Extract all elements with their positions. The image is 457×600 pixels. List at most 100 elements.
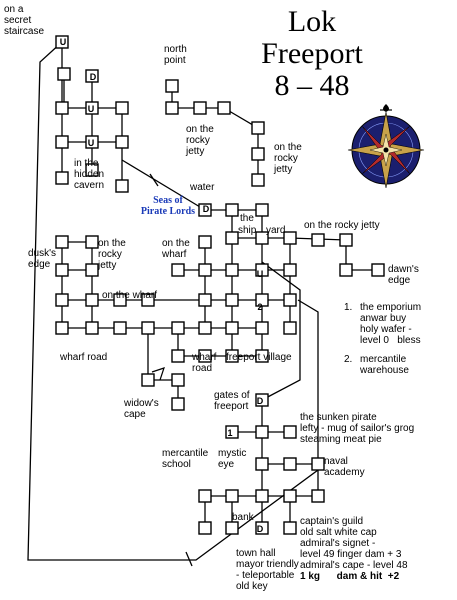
room-mark-up: U [256, 269, 264, 279]
room-square [55, 235, 69, 249]
label-freeport-village: freeport village [226, 352, 292, 363]
room-square [283, 231, 297, 245]
room-square [251, 147, 265, 161]
label-rocky-jetty-long: on the rocky jetty [304, 220, 380, 231]
room-square [225, 231, 239, 245]
room-square [113, 321, 127, 335]
room-square [255, 393, 269, 407]
room-square [339, 233, 353, 247]
room-square [171, 349, 185, 363]
label-rocky-jetty: on the rocky jetty [274, 142, 302, 175]
room-square [55, 135, 69, 149]
room-square [85, 321, 99, 335]
room-square [283, 489, 297, 503]
label-mercantile-school: mercantile school [162, 448, 209, 470]
map-title-line2: Freeport [261, 37, 363, 70]
label-wharf-road: wharf road [192, 352, 217, 374]
room-square [225, 521, 239, 535]
room-square [283, 457, 297, 471]
room-square [339, 263, 353, 277]
room-square [217, 101, 231, 115]
label-captains-guild-extra: 1 kg dam & hit +2 [300, 571, 400, 582]
path-tick [149, 173, 159, 187]
room-square [141, 321, 155, 335]
room-mark-two: 2 [257, 302, 263, 312]
label-dusks-edge: dusk's edge [28, 248, 57, 270]
room-mark-one: 1 [227, 428, 233, 438]
room-square [283, 293, 297, 307]
room-square [311, 457, 325, 471]
label-wharf-road: wharf road [60, 352, 108, 363]
label-ship-yard: ship [238, 225, 257, 236]
room-square [255, 203, 269, 217]
legend-item-number: 2. [344, 354, 353, 365]
room-square [283, 263, 297, 277]
room-square [225, 263, 239, 277]
label-rocky-jetty: on the rocky jetty [186, 124, 214, 157]
room-square [283, 321, 297, 335]
room-square [225, 349, 239, 363]
room-square [57, 67, 71, 81]
room-mark-down: D [89, 72, 97, 82]
room-square [55, 321, 69, 335]
room-square [55, 171, 69, 185]
label-rocky-jetty: on the rocky jetty [98, 238, 126, 271]
room-square [283, 425, 297, 439]
legend-item-number: 1. [344, 302, 353, 313]
room-square [198, 293, 212, 307]
label-gates-of-freeport: gates of freeport [214, 390, 250, 412]
room-square [255, 457, 269, 471]
label-secret-staircase: on a secret staircase [4, 4, 45, 37]
room-square [198, 349, 212, 363]
label-water: water [190, 182, 215, 193]
room-square [171, 321, 185, 335]
label-ship-yard: yard [266, 225, 286, 236]
room-square [55, 293, 69, 307]
room-square [198, 263, 212, 277]
compass-rose-icon [347, 104, 425, 189]
label-captains-guild: captain's guild old salt white cap admir… [300, 516, 408, 571]
room-mark-down: D [202, 204, 210, 214]
room-square [113, 293, 127, 307]
label-naval-academy: naval academy [324, 456, 365, 478]
room-square [225, 321, 239, 335]
room-square [255, 349, 269, 363]
room-mark-up: U [59, 37, 67, 47]
room-square [255, 263, 269, 277]
room-square [85, 263, 99, 277]
room-square [165, 79, 179, 93]
cavern-path [121, 159, 206, 211]
room-square [255, 425, 269, 439]
room-square [225, 203, 239, 217]
label-on-the-wharf: on the wharf [102, 290, 158, 301]
room-square [85, 235, 99, 249]
room-square [255, 231, 269, 245]
label-bank: bank [232, 512, 254, 523]
label-sunken-pirate: the sunken pirate lefty - mug of sailor'… [300, 412, 415, 445]
room-square [311, 489, 325, 503]
room-square [115, 101, 129, 115]
room-square [198, 489, 212, 503]
room-square [55, 35, 69, 49]
room-square [198, 203, 212, 217]
legend-item-text: the emporium anwar buy holy wafer - leve… [360, 302, 422, 346]
gates-path [261, 261, 301, 401]
room-square [165, 101, 179, 115]
room-mark-down: D [256, 524, 264, 534]
room-square [55, 101, 69, 115]
room-square [85, 293, 99, 307]
room-square [85, 101, 99, 115]
legend-item-text: mercantile warehouse [360, 354, 409, 376]
room-square [371, 263, 385, 277]
room-square [55, 263, 69, 277]
room-square [198, 235, 212, 249]
room-square [115, 179, 129, 193]
room-square [85, 163, 99, 177]
room-square [171, 397, 185, 411]
label-on-the-wharf: on the wharf [162, 238, 190, 260]
label-north-point: north point [164, 44, 187, 66]
path-tick [185, 551, 193, 567]
label-ship-yard: the [240, 213, 254, 224]
